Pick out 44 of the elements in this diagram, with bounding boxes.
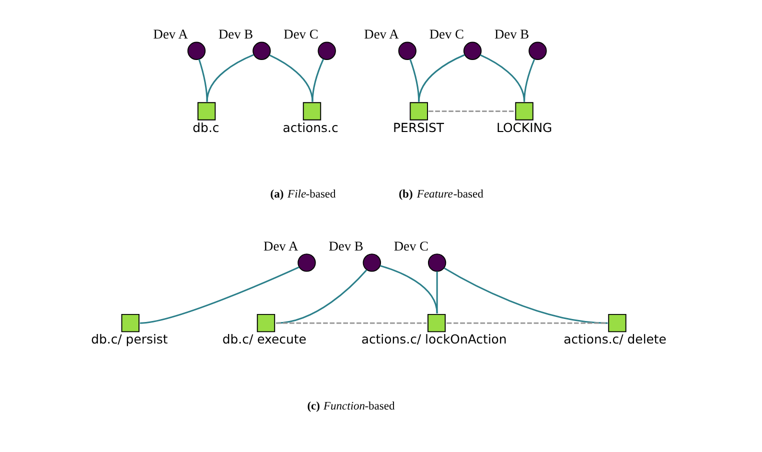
connector bbox=[444, 267, 608, 324]
node-label: PERSIST bbox=[392, 120, 444, 135]
node-label: actions.c/ delete bbox=[564, 332, 666, 347]
connector bbox=[436, 271, 438, 314]
connector bbox=[418, 54, 465, 102]
node-circle bbox=[528, 42, 547, 60]
label: (b) Feature-based bbox=[398, 188, 484, 201]
connector bbox=[409, 58, 420, 102]
node-label: Dev C bbox=[394, 238, 429, 254]
node-label: Dev B bbox=[328, 238, 364, 254]
connector bbox=[140, 266, 300, 324]
connector bbox=[276, 270, 368, 324]
connector bbox=[480, 54, 526, 102]
node-label: Dev A bbox=[364, 26, 399, 42]
node-label: Dev B bbox=[218, 26, 254, 42]
node-circle bbox=[463, 42, 482, 60]
node-label: Dev A bbox=[153, 26, 188, 42]
node-label: db.c/ persist bbox=[91, 332, 168, 347]
connector bbox=[276, 322, 427, 324]
node-circle bbox=[298, 254, 316, 272]
connector bbox=[380, 265, 438, 314]
node-label: db.c/ execute bbox=[222, 332, 306, 347]
node-circle bbox=[362, 254, 381, 272]
connector bbox=[206, 54, 254, 102]
node-circle bbox=[318, 42, 336, 60]
connector bbox=[269, 54, 314, 102]
node-label: db.c bbox=[192, 120, 220, 135]
node-label: LOCKING bbox=[496, 120, 552, 135]
connector bbox=[428, 110, 515, 112]
node-label: Dev B bbox=[494, 26, 530, 42]
label: (c) Function-based bbox=[307, 400, 395, 412]
node-label: Dev C bbox=[429, 26, 464, 42]
node-circle bbox=[187, 42, 206, 60]
node-label: Dev C bbox=[284, 26, 318, 42]
node-label: Dev A bbox=[264, 238, 298, 254]
node-label: actions.c/ lockOnAction bbox=[361, 332, 507, 347]
node-circle bbox=[398, 42, 416, 60]
connector bbox=[312, 58, 324, 102]
label: (a) File-based bbox=[270, 188, 336, 201]
node-circle bbox=[428, 254, 446, 272]
node-circle bbox=[252, 42, 271, 60]
connector bbox=[198, 58, 208, 102]
node-label: actions.c bbox=[282, 120, 338, 135]
connector bbox=[446, 322, 608, 324]
